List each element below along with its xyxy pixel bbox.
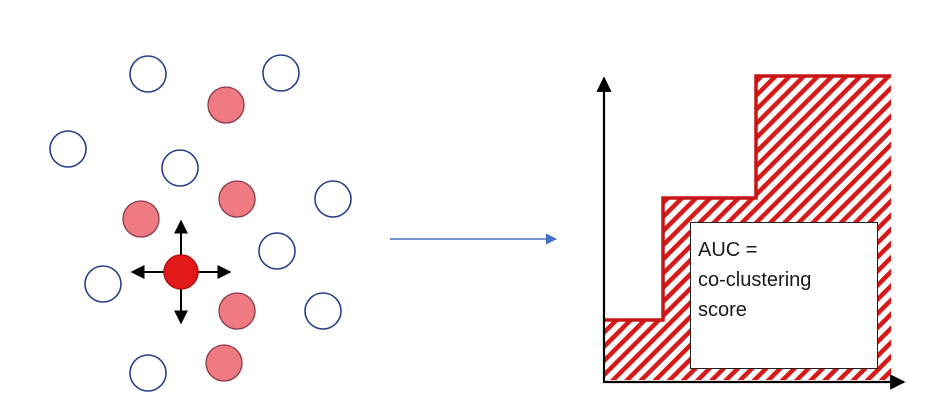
open-circle — [161, 149, 199, 187]
open-circle — [262, 54, 300, 92]
open-circle — [304, 292, 342, 330]
open-circle — [129, 354, 167, 392]
open-circle — [129, 55, 167, 93]
auc-label-box: AUC = co-clustering score — [690, 222, 878, 369]
open-circle — [49, 130, 87, 168]
neighbor-circles-group — [122, 86, 256, 382]
neighbor-circle — [205, 344, 243, 382]
focus-cell-group — [130, 219, 232, 325]
step-curve-line — [604, 74, 891, 322]
auc-label-line-2: co-clustering — [698, 269, 812, 291]
auc-label-line-1: AUC = — [698, 239, 758, 261]
neighbor-circle — [122, 200, 160, 238]
neighbor-circle — [218, 180, 256, 218]
auc-label-line-3: score — [698, 299, 747, 321]
open-circles-group — [49, 54, 352, 392]
neighbor-circle — [218, 292, 256, 330]
open-circle — [314, 180, 352, 218]
focus-cell-circle — [163, 254, 199, 290]
open-circle — [258, 232, 296, 270]
neighbor-circle — [207, 86, 245, 124]
open-circle — [84, 265, 122, 303]
